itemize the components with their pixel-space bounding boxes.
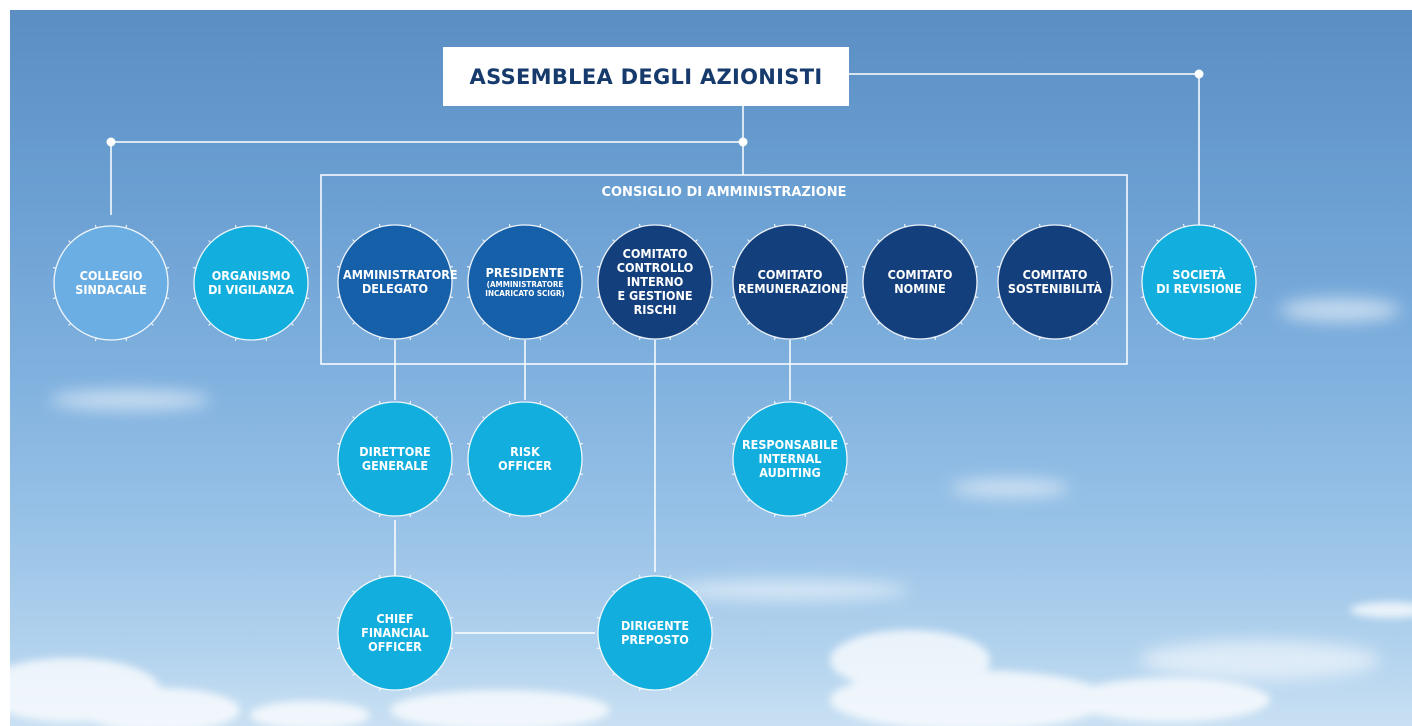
node-circle <box>192 224 310 342</box>
node-label-line: SOCIETÀ <box>1172 267 1226 282</box>
node-label-line: COLLEGIO <box>79 268 143 283</box>
node-circle <box>466 223 584 341</box>
node-circle <box>861 223 979 341</box>
sky-background <box>10 298 1412 726</box>
node-label-line: COMITATO <box>757 267 823 282</box>
node-circle <box>596 574 714 692</box>
node-label-line: RISCHI <box>633 302 677 317</box>
node-label-line: CHIEF <box>376 611 414 626</box>
node-label-line: GENERALE <box>361 458 429 473</box>
node-label-line: AMMINISTRATORE <box>343 267 458 282</box>
assemblea-title-box: ASSEMBLEA DEGLI AZIONISTI <box>443 47 849 106</box>
node-label-line: SINDACALE <box>75 282 147 297</box>
node-label-line: DIRETTORE <box>359 444 431 459</box>
node-label-line: PREPOSTO <box>621 632 689 647</box>
node-label-line: OFFICER <box>498 458 552 473</box>
connector-lines <box>106 69 1204 634</box>
node-label-line: REMUNERAZIONE <box>738 281 849 296</box>
node-label-line: COMITATO <box>887 267 953 282</box>
node-label-line: NOMINE <box>894 281 946 296</box>
node-label-line: RESPONSABILE <box>741 437 839 452</box>
node-label-line: COMITATO <box>622 246 688 261</box>
node-label-line: ORGANISMO <box>211 268 291 283</box>
node-circle <box>996 223 1114 341</box>
node-label-line: SOSTENIBILITÀ <box>1007 281 1103 296</box>
node-label-line: INTERNAL <box>758 451 822 466</box>
node-label-line: AUDITING <box>759 465 821 480</box>
node-circle <box>466 400 584 518</box>
node-sublabel-line: INCARICATO SCIGR) <box>485 289 565 298</box>
node-label-line: COMITATO <box>1022 267 1088 282</box>
node-label-line: DI REVISIONE <box>1156 281 1242 296</box>
node-sublabel-line: (AMMINISTRATORE <box>486 280 564 289</box>
node-label-line: FINANCIAL <box>361 625 429 640</box>
node-circle <box>336 400 454 518</box>
assemblea-title: ASSEMBLEA DEGLI AZIONISTI <box>469 64 823 89</box>
node-circle <box>596 223 714 341</box>
org-chart: ASSEMBLEA DEGLI AZIONISTI CONSIGLIO DI A… <box>10 10 1412 726</box>
node-circle <box>731 223 849 341</box>
node-label-line: CONTROLLO <box>616 260 694 275</box>
node-label-line: INTERNO <box>626 274 684 289</box>
node-label-line: DIRIGENTE <box>620 618 690 633</box>
node-circle <box>1140 223 1258 341</box>
board-title: CONSIGLIO DI AMMINISTRAZIONE <box>601 185 847 200</box>
node-label-line: DI VIGILANZA <box>208 282 294 297</box>
node-label-line: DELEGATO <box>361 281 429 296</box>
node-label-line: PRESIDENTE <box>485 265 565 280</box>
node-label-line: E GESTIONE <box>617 288 693 303</box>
node-circle <box>336 223 454 341</box>
node-label-line: RISK <box>510 444 540 459</box>
node-label-line: OFFICER <box>368 639 422 654</box>
node-circle <box>52 224 170 342</box>
node-circle <box>336 574 454 692</box>
node-circle <box>731 400 849 518</box>
